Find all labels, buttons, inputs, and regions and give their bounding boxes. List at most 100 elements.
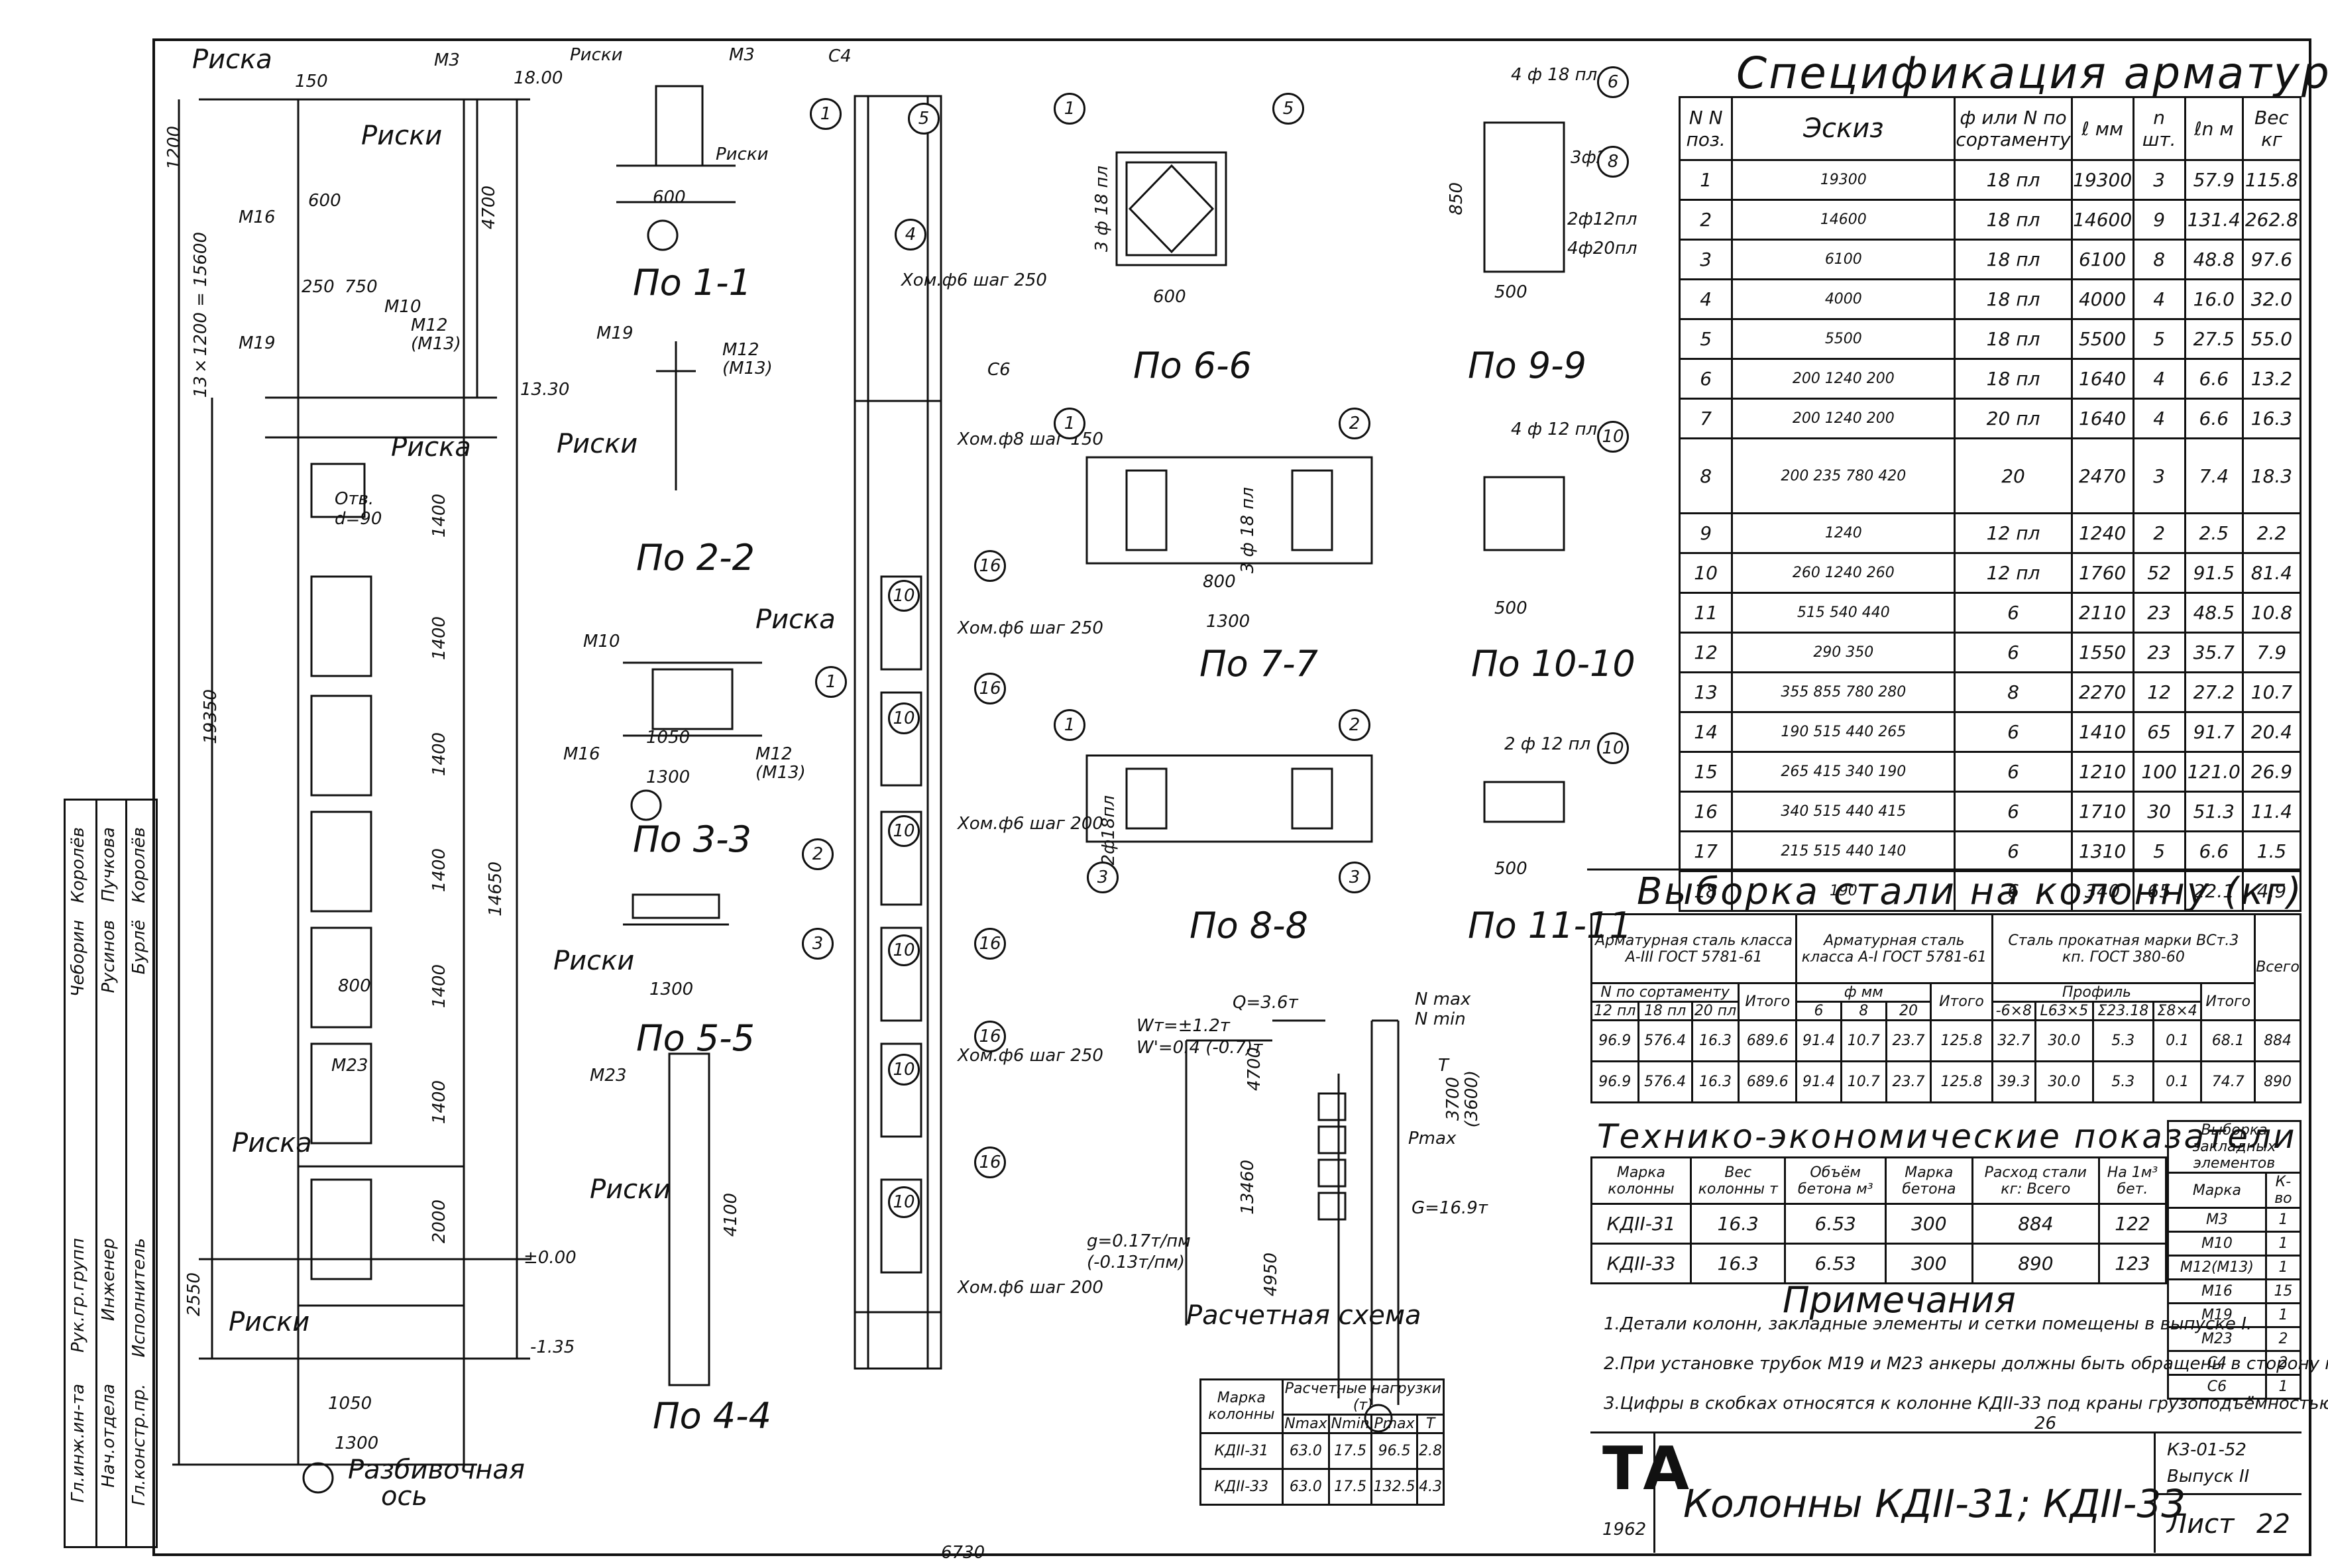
spec-cell-n: 2 xyxy=(2132,512,2186,554)
spec-cell-w: 115.8 xyxy=(2241,159,2302,201)
embedded-cell: М3 xyxy=(2167,1207,2267,1233)
steel-col-7: Итого xyxy=(1930,982,1993,1021)
spec-cell-ln: 2.5 xyxy=(2184,512,2244,554)
cage-c4: С4 xyxy=(828,46,852,66)
spec-cell-diam: 18 пл xyxy=(1954,318,2073,360)
m23-elev-label: М23 xyxy=(331,1056,368,1076)
spec-cell-pos: 12 xyxy=(1678,632,1734,673)
spec-cell-sketch: 200 1240 200 xyxy=(1731,398,1956,439)
scheme-T: T xyxy=(1438,1056,1449,1076)
scheme-pmax: Рmax xyxy=(1408,1129,1457,1148)
spec-cell-w: 32.0 xyxy=(2241,278,2302,320)
spec-cell-l: 1710 xyxy=(2070,791,2134,832)
steel-cell: 23.7 xyxy=(1885,1019,1932,1062)
spec-cell-pos: 7 xyxy=(1678,398,1734,439)
scheme-d3: 4700 xyxy=(1245,1047,1264,1092)
spec-cell-pos: 15 xyxy=(1678,751,1734,793)
pos-marker-16c: 16 xyxy=(974,928,1006,960)
dim-1400-6: 1400 xyxy=(429,1080,449,1125)
s33-1050: 1050 xyxy=(646,728,691,748)
s11-riski2: Риски xyxy=(716,144,769,164)
section-2-2-title: По 2-2 xyxy=(636,537,755,579)
loads-r1-4: 2.8 xyxy=(1416,1432,1445,1470)
spec-cell-diam: 18 пл xyxy=(1954,358,2073,400)
spec-cell-diam: 20 пл xyxy=(1954,398,2073,439)
steel-cell: 10.7 xyxy=(1840,1060,1887,1103)
spec-cell-pos: 8 xyxy=(1678,437,1734,514)
embedded-cell: 1 xyxy=(2264,1255,2302,1280)
tech-cell: 6.53 xyxy=(1784,1243,1887,1284)
scheme-d2: 4950 xyxy=(1261,1253,1281,1297)
sheet-title: Колонны КДII-31; КДII-33 xyxy=(1683,1481,2186,1526)
spec-cell-diam: 6 xyxy=(1954,632,2073,673)
spec-cell-pos: 4 xyxy=(1678,278,1734,320)
steel-cell: 125.8 xyxy=(1930,1019,1993,1062)
doc-number-side: 26 xyxy=(2034,1414,2057,1433)
spec-cell-n: 5 xyxy=(2132,830,2186,872)
spec-cell-ln: 35.7 xyxy=(2184,632,2244,673)
steel-cell: 16.3 xyxy=(1691,1060,1740,1103)
s33-1300: 1300 xyxy=(646,767,691,787)
spec-cell-ln: 48.8 xyxy=(2184,239,2244,280)
spec-cell-pos: 10 xyxy=(1678,552,1734,594)
cage-hom6-4: Хом.ф6 шаг 250 xyxy=(958,1046,1103,1066)
loads-r2-4: 4.3 xyxy=(1416,1468,1445,1506)
tech-cell: 122 xyxy=(2097,1203,2168,1245)
dim-19350: 19350 xyxy=(201,689,221,744)
sheet-issue: Выпуск II xyxy=(2167,1467,2250,1486)
spec-cell-w: 11.4 xyxy=(2241,791,2302,832)
pos-marker-16d: 16 xyxy=(974,1021,1006,1052)
pos-marker-10f: 10 xyxy=(888,1186,920,1218)
spec-cell-diam: 18 пл xyxy=(1954,199,2073,241)
steel-col-9: L63×5 xyxy=(2034,1001,2094,1021)
spec-cell-n: 8 xyxy=(2132,239,2186,280)
steel-cell: 689.6 xyxy=(1738,1019,1798,1062)
steel-cell: 30.0 xyxy=(2034,1019,2094,1062)
spec-cell-w: 97.6 xyxy=(2241,239,2302,280)
embedded-cell: 15 xyxy=(2264,1278,2302,1304)
spec-cell-pos: 14 xyxy=(1678,711,1734,753)
tech-cell: 890 xyxy=(1971,1243,2100,1284)
s77-1300: 1300 xyxy=(1206,612,1250,632)
s99-bar4-20: 4ф20пл xyxy=(1567,239,1637,258)
pos-marker-1b: 1 xyxy=(815,666,847,698)
loads-table: Марка колонны Расчетные нагрузки (т) Nma… xyxy=(1199,1378,1445,1506)
tech-cell: 16.3 xyxy=(1689,1243,1787,1284)
dim-1400-4: 1400 xyxy=(429,848,449,893)
logo-mark: ТА xyxy=(1602,1434,1690,1504)
loads-r1-2: 17.5 xyxy=(1328,1432,1373,1470)
approval-stamp: Гл.инж.ин-та Нач.отдела Гл.констр.пр. Ру… xyxy=(64,799,158,1548)
spec-cell-pos: 17 xyxy=(1678,830,1734,872)
spec-cell-sketch: 190 xyxy=(1731,870,1956,912)
steel-cell: 10.7 xyxy=(1840,1019,1887,1062)
dim-600: 600 xyxy=(308,191,341,211)
loads-r1-1: 63.0 xyxy=(1281,1432,1331,1470)
drawing-frame xyxy=(152,38,2311,1556)
spec-cell-n: 100 xyxy=(2132,751,2186,793)
s22-riski: Риски xyxy=(557,429,638,459)
sheet-number: 22 xyxy=(2256,1509,2290,1540)
pos-marker-16a: 16 xyxy=(974,550,1006,582)
spec-cell-ln: 6.6 xyxy=(2184,398,2244,439)
dim-1400-2: 1400 xyxy=(429,616,449,661)
pos-marker-1d: 1 xyxy=(1054,408,1085,439)
spec-cell-pos: 1 xyxy=(1678,159,1734,201)
spec-h-sketch: Эскиз xyxy=(1731,96,1956,161)
notes-title: Примечания xyxy=(1783,1279,2016,1321)
loads-h-nmax: Nmax xyxy=(1281,1414,1331,1434)
steel-col-0: 12 пл xyxy=(1590,1001,1639,1021)
tech-cell: КДII-31 xyxy=(1590,1203,1692,1245)
spec-cell-n: 12 xyxy=(2132,671,2186,713)
steel-total-head: Всего xyxy=(2254,913,2301,1021)
s1010-bar412: 4 ф 12 пл xyxy=(1511,420,1598,439)
cage-hom6-2: Хом.ф6 шаг 250 xyxy=(958,618,1103,638)
